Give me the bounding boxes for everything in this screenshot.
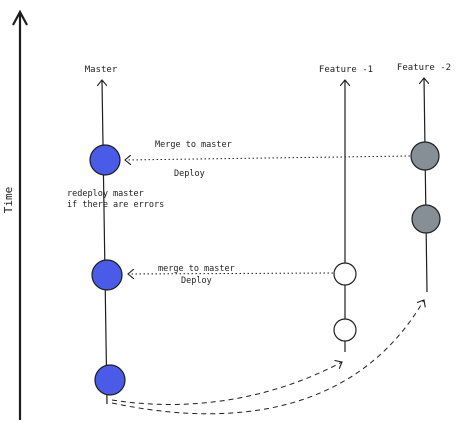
annotation-deploy-mid: Deploy bbox=[181, 276, 212, 286]
branch-off-arrow-feature-1 bbox=[111, 362, 342, 405]
annotation-merge-top: Merge to master bbox=[155, 140, 232, 150]
branch-off-arrow-feature-2 bbox=[111, 300, 424, 415]
branch-label-master: Master bbox=[85, 65, 118, 75]
master-commit-mid bbox=[91, 259, 123, 291]
annotation-deploy-top: Deploy bbox=[174, 169, 205, 179]
master-commit-top bbox=[89, 144, 121, 176]
annotation-redeploy-line1: redeploy master bbox=[67, 189, 144, 199]
master-commit-bottom bbox=[94, 364, 126, 396]
master-branch-line bbox=[102, 80, 108, 405]
branch-label-feature-2: Feature -2 bbox=[397, 63, 451, 73]
feature-2-commit-top bbox=[410, 141, 440, 171]
time-axis-arrowhead bbox=[12, 9, 28, 26]
feature-1-commit-bottom bbox=[333, 318, 357, 342]
branch-label-feature-1: Feature -1 bbox=[319, 65, 373, 75]
annotation-redeploy-line2: if there are errors bbox=[67, 200, 164, 210]
feature-2-branch-line bbox=[424, 78, 427, 293]
feature-1-commit-top bbox=[333, 262, 357, 286]
time-axis-label: Time bbox=[2, 187, 15, 214]
annotation-merge-mid: merge to master bbox=[158, 264, 235, 274]
merge-arrow-top bbox=[125, 156, 411, 160]
feature-2-commit-bottom bbox=[411, 204, 441, 234]
